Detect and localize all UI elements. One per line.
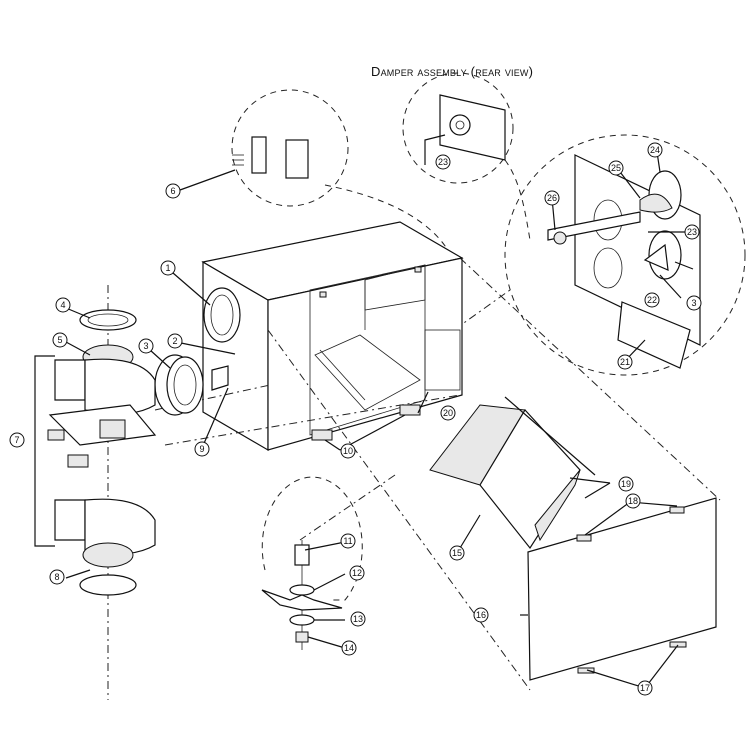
damper-blade [639, 193, 673, 213]
cabinet-foot [399, 404, 421, 416]
svg-text:22: 22 [647, 295, 657, 305]
damper-rear-detail [424, 94, 506, 165]
svg-text:18: 18 [628, 496, 638, 506]
svg-text:25: 25 [611, 163, 621, 173]
blower-wheel-bottom [82, 542, 134, 568]
callout-3-detail: 3 [686, 295, 702, 311]
svg-text:23: 23 [438, 157, 448, 167]
detail-leader-damper [439, 289, 511, 341]
callout-6: 6 [165, 183, 181, 199]
svg-text:19: 19 [621, 479, 631, 489]
main-cabinet [201, 221, 464, 452]
detail-leader-drain [299, 474, 396, 541]
collar-upper [203, 287, 241, 343]
callout-17: 17 [637, 680, 653, 696]
svg-text:15: 15 [452, 548, 462, 558]
access-door [527, 497, 717, 681]
inlet-ring-bottom [79, 574, 137, 596]
damper-assembly-detail [547, 154, 701, 369]
callout-16: 16 [473, 607, 489, 623]
svg-text:7: 7 [14, 435, 19, 445]
callout-7: 7 [9, 432, 25, 448]
svg-text:12: 12 [352, 568, 362, 578]
heat-recovery-core [429, 396, 596, 550]
callout-15: 15 [449, 545, 465, 561]
callout-23-rear: 23 [435, 154, 451, 170]
callout-5: 5 [52, 332, 68, 348]
hinge [669, 641, 687, 648]
callout-23-detail: 23 [684, 224, 700, 240]
washer [289, 584, 315, 596]
hinge [577, 667, 595, 674]
svg-text:3: 3 [691, 298, 696, 308]
damper-motor [553, 231, 567, 245]
nut [295, 631, 309, 643]
callout-10: 10 [340, 443, 356, 459]
svg-text:13: 13 [353, 614, 363, 624]
callout-3: 3 [138, 338, 154, 354]
callout-2: 2 [167, 333, 183, 349]
washer [289, 614, 315, 626]
collar-left [154, 354, 204, 416]
damper-door [617, 301, 691, 369]
callout-25: 25 [608, 160, 624, 176]
svg-text:1: 1 [165, 263, 170, 273]
detail-circle-switch [231, 89, 349, 207]
svg-text:10: 10 [343, 446, 353, 456]
svg-text:20: 20 [443, 408, 453, 418]
electrical-plate [211, 365, 229, 391]
svg-text:5: 5 [57, 335, 62, 345]
svg-text:24: 24 [650, 145, 660, 155]
callout-18: 18 [625, 493, 641, 509]
latch [576, 534, 592, 542]
svg-text:2: 2 [172, 336, 177, 346]
filter [504, 396, 596, 476]
latch [669, 506, 685, 514]
inlet-ring-top [79, 309, 137, 331]
filter [534, 469, 581, 542]
blower-assembly [34, 285, 157, 700]
svg-text:6: 6 [170, 186, 175, 196]
callout-11: 11 [340, 533, 356, 549]
svg-text:3: 3 [143, 341, 148, 351]
detail-leader-rear [504, 159, 531, 241]
callout-19: 19 [618, 476, 634, 492]
callout-9: 9 [194, 441, 210, 457]
callout-1: 1 [160, 260, 176, 276]
damper-assembly-title: Damper assembly (rear view) [371, 64, 534, 79]
callout-20: 20 [440, 405, 456, 421]
detail-circle-damper-assembly [504, 134, 746, 376]
svg-text:4: 4 [60, 300, 65, 310]
callout-12: 12 [349, 565, 365, 581]
svg-text:14: 14 [344, 643, 354, 653]
svg-text:26: 26 [547, 193, 557, 203]
svg-text:16: 16 [476, 610, 486, 620]
svg-text:21: 21 [620, 357, 630, 367]
drain-fitting [294, 544, 310, 566]
callout-14: 14 [341, 640, 357, 656]
cabinet-foot [311, 429, 333, 441]
callout-22: 22 [644, 292, 660, 308]
svg-text:23: 23 [687, 227, 697, 237]
svg-text:11: 11 [343, 536, 352, 546]
callout-8: 8 [49, 569, 65, 585]
svg-text:9: 9 [199, 444, 204, 454]
svg-text:17: 17 [640, 683, 650, 693]
callout-13: 13 [350, 611, 366, 627]
callout-4: 4 [55, 297, 71, 313]
drain-detail [261, 540, 343, 650]
svg-text:8: 8 [54, 572, 59, 582]
callout-26: 26 [544, 190, 560, 206]
detail-circle-damper-rear [402, 72, 514, 184]
callout-21: 21 [617, 354, 633, 370]
door-switch-detail [232, 136, 309, 179]
callout-24: 24 [647, 142, 663, 158]
